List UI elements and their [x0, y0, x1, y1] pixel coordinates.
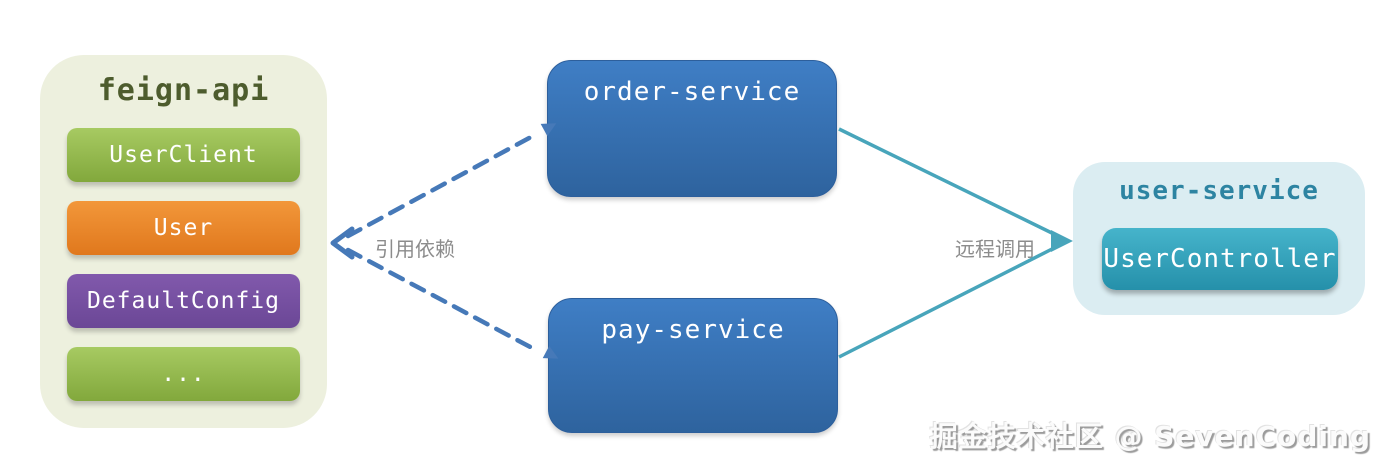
feign-api-title: feign-api	[97, 73, 270, 108]
dashed-edge-pay-to-feign	[345, 247, 537, 352]
node-order-service: order-service	[547, 60, 837, 197]
node-user-label: User	[153, 215, 214, 241]
node-ellipsis-label: ...	[161, 361, 206, 387]
solid-edge-order-to-user	[838, 127, 1059, 238]
dashed-edge-order-to-feign	[345, 134, 534, 239]
watermark-text: 掘金技术社区 @ SevenCoding	[929, 420, 1371, 453]
chevron-arrowhead-feign-icon	[330, 226, 355, 260]
order-service-title: order-service	[583, 77, 801, 107]
feign-api-panel: feign-api UserClient User DefaultConfig …	[40, 55, 327, 428]
node-usercontroller: UserController	[1102, 228, 1338, 290]
user-service-title: user-service	[1119, 176, 1319, 206]
usercontroller-label: UserController	[1103, 244, 1337, 274]
node-userclient: UserClient	[67, 128, 300, 182]
pay-service-title: pay-service	[601, 315, 785, 345]
node-defaultconfig-label: DefaultConfig	[86, 288, 280, 314]
node-defaultconfig: DefaultConfig	[67, 274, 300, 328]
edge-label-dependency: 引用依赖	[375, 237, 455, 261]
node-user: User	[67, 201, 300, 255]
node-ellipsis: ...	[67, 347, 300, 401]
node-userclient-label: UserClient	[109, 142, 258, 168]
solid-edge-pay-to-user	[838, 244, 1059, 359]
edge-label-remote-call: 远程调用	[955, 237, 1035, 261]
arrowhead-into-user-service-icon	[1051, 230, 1073, 252]
user-service-panel: user-service UserController	[1073, 162, 1365, 315]
node-pay-service: pay-service	[548, 298, 838, 433]
